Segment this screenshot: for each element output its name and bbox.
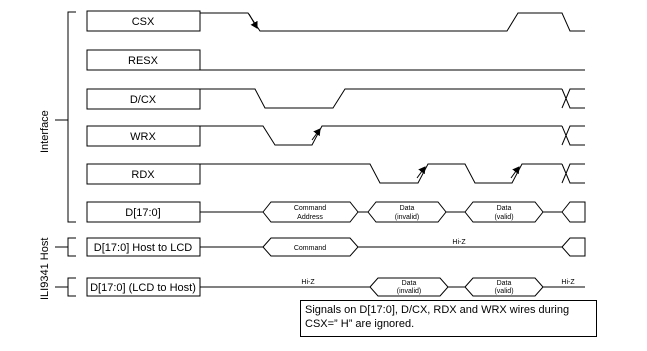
lcd-hiz-label-2: Hi-Z [561, 279, 575, 286]
rdx-arrow-2 [510, 166, 520, 179]
note-text: Signals on D[17:0], D/CX, RDX and WRX wi… [305, 304, 570, 330]
interface-bracket [55, 11, 76, 223]
bus-data-invalid-line1: Data [400, 205, 415, 212]
bus-lcd-data-invalid-line2: (invalid) [397, 288, 422, 295]
rdx-arrow-1 [416, 166, 426, 179]
wrx-waveform [200, 125, 562, 146]
bus-data-valid-line2: (valid) [494, 214, 513, 221]
csx-waveform [200, 12, 585, 32]
rdx-label: RDX [131, 169, 155, 181]
bus-lcd-data-invalid-line1: Data [402, 280, 417, 287]
csx-arrow [248, 13, 258, 29]
bus-end-data [561, 201, 586, 223]
bus-command-address-line2: Address [297, 214, 323, 221]
wrx-arrow [311, 128, 321, 141]
bus-lcd-data-valid-line1: Data [497, 280, 512, 287]
lcd-to-host-label: D[17:0] (LCD to Host) [90, 282, 196, 294]
host-to-lcd-label: D[17:0] Host to LCD [94, 242, 192, 254]
dcx-label-box [86, 88, 201, 110]
bus-data-valid-line1: Data [497, 205, 512, 212]
csx-label: CSX [132, 16, 155, 28]
wrx-label-box [86, 125, 201, 147]
data-label: D[17:0] [125, 207, 160, 219]
wrx-label: WRX [130, 131, 156, 143]
host-group-label: ILI9341 Host [39, 238, 51, 300]
bus-data-invalid-line2: (invalid) [395, 214, 420, 221]
rdx-waveform [200, 163, 562, 184]
host-bracket [55, 237, 76, 297]
resx-label: RESX [128, 55, 159, 67]
bus-end-host [561, 237, 586, 257]
resx-label-box [86, 49, 201, 71]
interface-group-label: Interface [39, 110, 51, 153]
rdx-label-box [86, 163, 201, 185]
bus-command-address-line1: Command [294, 205, 326, 212]
dcx-label: D/CX [130, 94, 157, 106]
host-hiz-label: Hi-Z [452, 239, 466, 246]
note-box: Signals on D[17:0], D/CX, RDX and WRX wi… [300, 300, 597, 337]
lcd-hiz-label-1: Hi-Z [301, 279, 315, 286]
bus-lcd-data-valid-line2: (valid) [494, 288, 513, 295]
bus-command-label: Command [294, 245, 326, 252]
dcx-waveform [200, 88, 562, 109]
csx-label-box [86, 10, 201, 32]
